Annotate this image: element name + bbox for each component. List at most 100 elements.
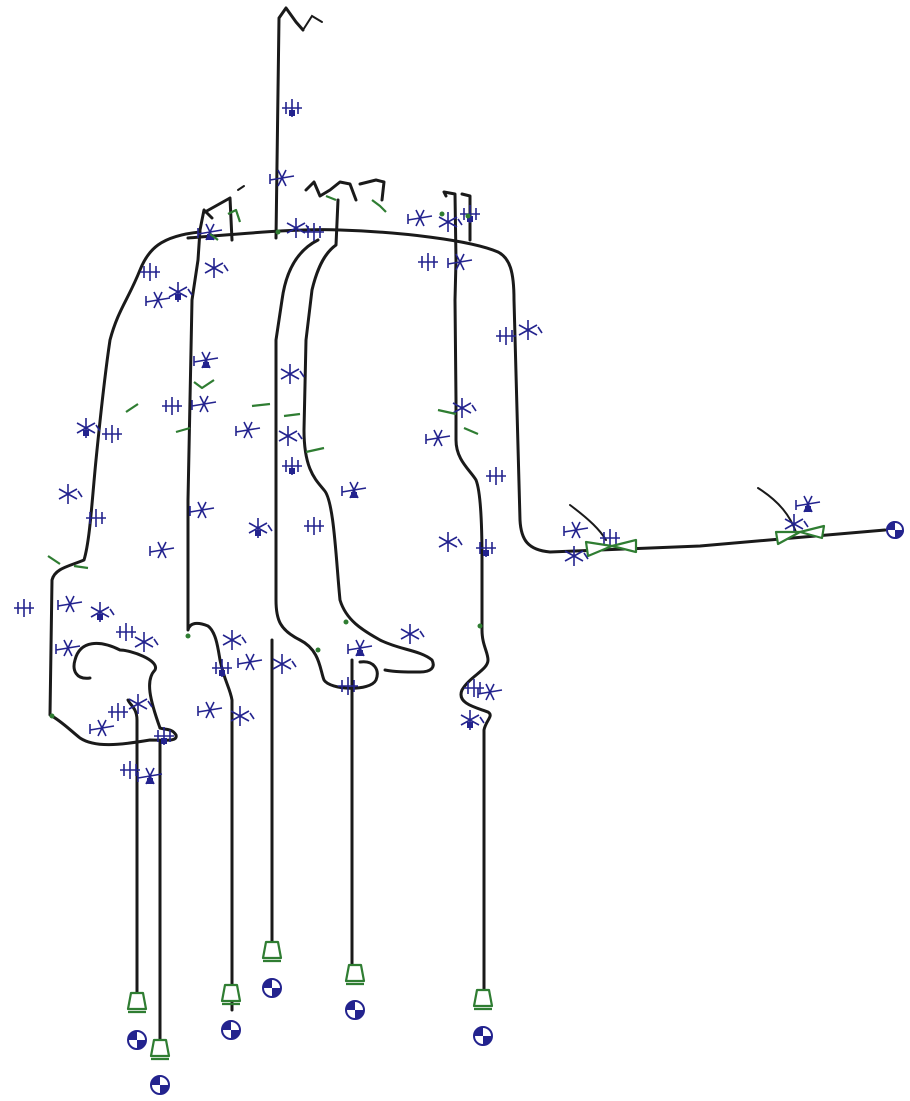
terminals — [126, 521, 904, 1095]
pipe-support-icon — [304, 517, 324, 535]
pipe-support-icon — [425, 429, 451, 447]
pipe-support-icon — [197, 223, 223, 241]
pipe-support-icon — [248, 518, 273, 538]
pipe-support-icon — [795, 495, 821, 513]
nozzle-icon — [220, 983, 242, 1003]
pipe-support-icon — [137, 767, 163, 785]
pipe-support-icon — [496, 327, 516, 345]
pipe-support-icon — [222, 630, 247, 650]
anchor-icon — [473, 1026, 493, 1046]
pipe-support-icon — [102, 425, 122, 443]
pipe-support-icon — [162, 397, 182, 415]
pipe-top-stub — [302, 14, 323, 31]
pipe-support-icon — [108, 703, 128, 721]
valve-icon — [47, 555, 61, 565]
pipe-main-header — [186, 228, 887, 554]
pipe-support-icon — [418, 253, 438, 271]
pipe-support-icon — [197, 701, 223, 719]
pipe-support-icon — [86, 509, 106, 527]
pipe-support-icon — [154, 727, 174, 745]
pipe-support-icon — [600, 529, 620, 547]
pipe-support-icon — [438, 532, 463, 552]
pipe-support-icon — [304, 223, 324, 241]
pipe-right-stub-1 — [569, 504, 607, 541]
nozzle-icon — [472, 988, 494, 1008]
pipe-support-icon — [212, 659, 232, 677]
pipe-support-icon — [269, 169, 295, 187]
pipe-leg-1 — [126, 698, 139, 998]
anchor-icon — [221, 1020, 241, 1040]
pipe-support-icon — [272, 654, 297, 674]
pipe-support-icon — [14, 599, 34, 617]
pipe-column-2 — [186, 208, 234, 1012]
valve-icon — [305, 446, 325, 454]
pipe-support-icon — [145, 291, 171, 309]
nozzle-icon — [149, 1038, 171, 1058]
pipe-support-icon — [286, 218, 311, 238]
pipe-support-icon — [189, 501, 215, 519]
pipe-support-icon — [120, 761, 140, 779]
pipe-support-icon — [116, 623, 136, 641]
pipe-support-icon — [400, 624, 425, 644]
valve-icon — [227, 208, 242, 223]
anchor-icon — [345, 1000, 365, 1020]
pipe-column-4 — [302, 198, 435, 674]
pipe-support-icon — [230, 706, 255, 726]
nozzle-icon — [126, 991, 148, 1011]
pipe-column-4-top — [304, 180, 358, 202]
pipe-support-icon — [564, 546, 589, 566]
pipe-support-icon — [438, 212, 463, 232]
valve-icon — [175, 426, 191, 434]
pipe-support-icon — [563, 521, 589, 539]
nozzle-icon — [344, 963, 366, 983]
pipe-support-icon — [347, 639, 373, 657]
pipe-support-icon — [784, 514, 809, 534]
valve-icon — [125, 403, 139, 413]
valve-icon — [283, 412, 301, 418]
pipe-column-2-elbow — [237, 185, 245, 191]
pipe-support-icon — [168, 282, 193, 302]
pipe-support-icon — [237, 653, 263, 671]
pipe-support-icon — [464, 679, 484, 697]
pipe-column-4-cap — [358, 178, 386, 202]
anchor-icon — [262, 978, 282, 998]
pipe-support-icon — [89, 719, 115, 737]
pipe-support-icon — [338, 677, 358, 695]
pipe-column-3 — [274, 238, 379, 690]
valve-icon — [73, 564, 89, 570]
pipe-support-icon — [55, 639, 81, 657]
pipe-support-icon — [149, 541, 175, 559]
pipe-supports — [14, 99, 821, 785]
valve-icon — [774, 524, 826, 546]
pipe-support-icon — [460, 710, 485, 730]
pipe-support-icon — [282, 457, 302, 475]
pipe-support-icon — [460, 205, 480, 223]
anchor-icon — [127, 1030, 147, 1050]
pipe-left-inner-loop — [72, 641, 162, 730]
pipe-support-icon — [280, 364, 305, 384]
pipe-support-icon — [140, 263, 160, 281]
pipe-support-icon — [278, 426, 303, 446]
pipe-support-icon — [476, 539, 496, 557]
valve-icon — [437, 408, 457, 416]
valve-icon — [193, 379, 215, 390]
valve-icon — [463, 426, 479, 436]
pipe-column-5 — [442, 190, 492, 992]
pipe-support-icon — [90, 602, 115, 622]
valve-icon — [584, 538, 638, 558]
pipe-support-icon — [518, 320, 543, 340]
pipe-support-icon — [191, 395, 217, 413]
pipe-support-icon — [57, 595, 83, 613]
pipe-support-icon — [128, 694, 153, 714]
pipe-support-icon — [235, 421, 261, 439]
pipe-support-icon — [452, 398, 477, 418]
pipe-support-icon — [58, 484, 83, 504]
anchor-icon — [886, 521, 904, 539]
valve-icon — [371, 199, 387, 213]
pipe-support-icon — [486, 467, 506, 485]
pipe-support-icon — [477, 683, 503, 701]
pipe-support-icon — [447, 253, 473, 271]
pipe-support-icon — [193, 351, 219, 369]
valve-icon — [209, 233, 219, 241]
